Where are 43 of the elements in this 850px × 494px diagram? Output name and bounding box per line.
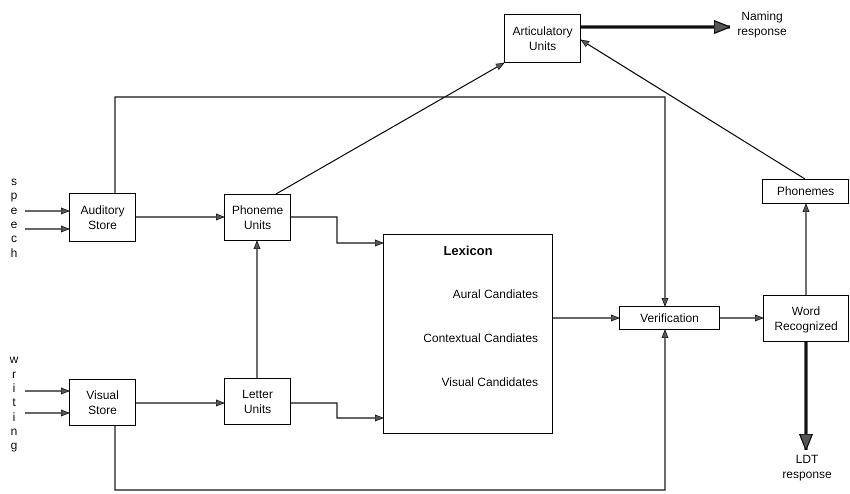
arrow — [25, 409, 70, 417]
process-box — [762, 179, 849, 204]
arrow — [553, 314, 620, 322]
process-box — [69, 193, 136, 242]
box-label: Word Recognized — [773, 304, 839, 334]
arrow — [291, 216, 384, 247]
process-box — [69, 379, 136, 426]
candidate-label: Visual Candidates — [441, 375, 538, 390]
arrow — [802, 204, 810, 295]
arrow — [136, 213, 224, 221]
arrow — [581, 20, 731, 34]
arrow — [136, 399, 224, 407]
output-label: LDT response — [781, 452, 833, 482]
heading: Lexicon — [442, 243, 494, 260]
arrow — [25, 207, 70, 215]
process-box — [224, 194, 291, 241]
vertical-label: writing — [10, 352, 28, 453]
arrow — [276, 62, 504, 195]
process-box — [224, 378, 291, 425]
arrow — [25, 225, 70, 233]
process-box — [763, 295, 849, 342]
output-label: Naming response — [736, 9, 788, 39]
arrow — [720, 314, 764, 322]
box-label: Articulatory Units — [511, 24, 574, 54]
box-label: Phonemes — [776, 184, 834, 199]
arrow — [580, 40, 806, 180]
candidate-label: Contextual Candiates — [423, 331, 538, 346]
box-label: Auditory Store — [79, 202, 126, 232]
arrow — [253, 240, 261, 378]
vertical-label: speech — [10, 174, 28, 260]
lexicon-box — [383, 234, 553, 434]
arrow — [114, 96, 669, 306]
process-box — [504, 14, 581, 63]
box-label: Visual Store — [85, 388, 120, 418]
box-label: Letter Units — [241, 386, 274, 416]
candidate-label: Aural Candiates — [452, 287, 538, 302]
arrow — [798, 342, 814, 451]
arrow — [114, 330, 669, 491]
process-box — [619, 306, 720, 330]
box-label: Phoneme Units — [230, 202, 284, 232]
arrow — [25, 387, 70, 395]
arrow — [291, 402, 384, 422]
box-label: Verification — [640, 310, 699, 326]
